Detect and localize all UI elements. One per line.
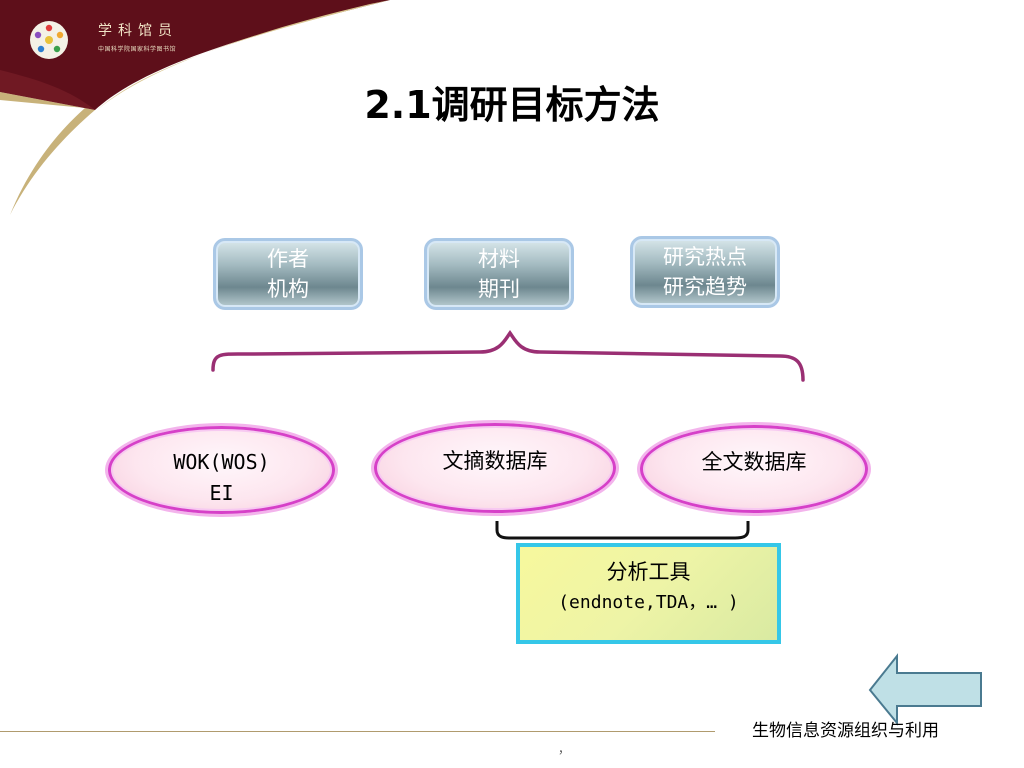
ellipse-wok-ei: WOK(WOS) EI [108,426,335,514]
analysis-tool-box: 分析工具 (endnote,TDA，… ) [516,543,781,644]
back-arrow-icon [868,653,982,726]
ellipse-abstract-db: 文摘数据库 [374,423,616,513]
ellipse-fulltext-db: 全文数据库 [640,425,868,513]
header-shadow-curve [0,70,95,110]
box-material-journal: 材料 期刊 [424,238,574,310]
logo-title: 学科馆员 [98,23,178,39]
box-line: 材料 [478,247,520,271]
logo-subtitle: 中国科学院国家科学图书馆 [98,46,177,53]
bottom-bracket [495,521,750,540]
tool-line: (endnote,TDA，… ) [558,592,739,613]
ellipse-line: EI [209,481,234,505]
slide-title: 2.1调研目标方法 [364,83,660,127]
header-maroon-swoosh [0,0,390,110]
ellipse-line: 全文数据库 [701,450,807,474]
box-line: 作者 [267,247,309,271]
box-line: 研究趋势 [663,275,747,299]
footer-page-mark: ， [558,742,571,756]
box-line: 期刊 [478,277,520,301]
header-gold-swoosh [0,92,95,215]
footer-divider [0,731,715,732]
footer-course-name: 生物信息资源组织与利用 [752,721,939,741]
box-hotspot-trend: 研究热点 研究趋势 [630,236,780,308]
ellipse-line: 文摘数据库 [442,449,548,473]
logo-icon [30,21,68,59]
box-line: 机构 [267,277,309,301]
tool-line: 分析工具 [606,560,691,584]
ellipse-line: WOK(WOS) [173,450,270,474]
top-brace [211,329,805,382]
box-author-institution: 作者 机构 [213,238,363,310]
box-line: 研究热点 [663,245,747,269]
